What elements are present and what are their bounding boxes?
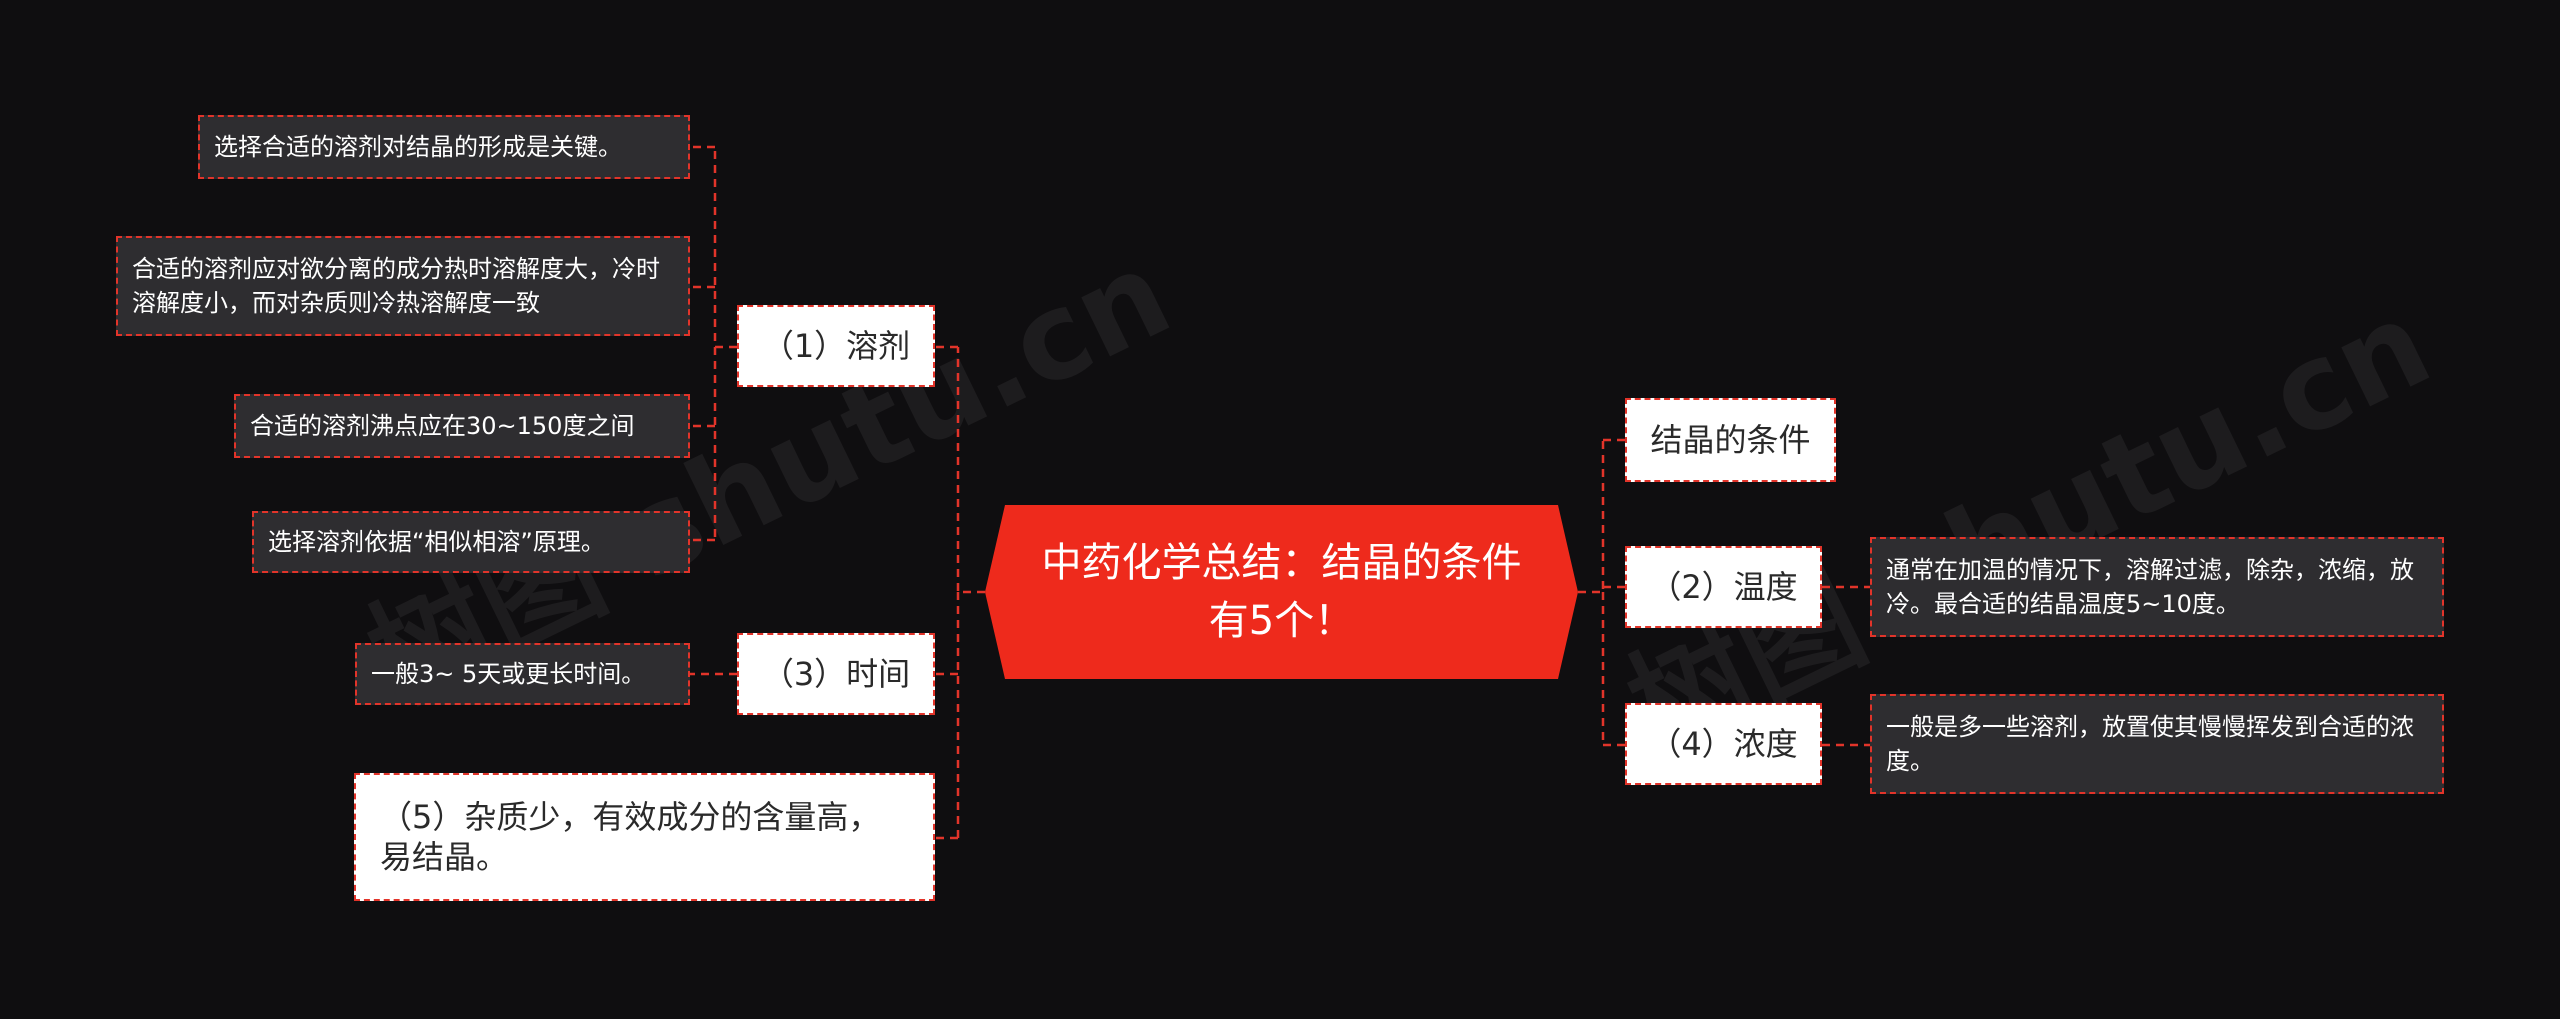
leaf-text: 通常在加温的情况下，溶解过滤，除杂，浓缩，放冷。最合适的结晶温度5~10度。 xyxy=(1886,556,2414,618)
leaf-text: 合适的溶剂应对欲分离的成分热时溶解度大，冷时溶解度小，而对杂质则冷热溶解度一致 xyxy=(132,255,660,317)
branch-conditions[interactable]: 结晶的条件 xyxy=(1625,398,1836,482)
leaf-time-1[interactable]: 一般3~ 5天或更长时间。 xyxy=(355,643,690,705)
leaf-text: 一般3~ 5天或更长时间。 xyxy=(371,660,646,688)
branch-concentration[interactable]: （4）浓度 xyxy=(1625,703,1822,785)
branch-label: 结晶的条件 xyxy=(1650,421,1811,459)
branch-temperature[interactable]: （2）温度 xyxy=(1625,546,1822,628)
branch-label: （1）溶剂 xyxy=(761,327,911,365)
central-topic[interactable]: 中药化学总结：结晶的条件有5个！ xyxy=(985,505,1578,679)
connector-line xyxy=(956,347,985,838)
branch-label: （2）温度 xyxy=(1649,568,1798,606)
leaf-solvent-2[interactable]: 合适的溶剂应对欲分离的成分热时溶解度大，冷时溶解度小，而对杂质则冷热溶解度一致 xyxy=(116,236,690,336)
connector-line xyxy=(713,147,737,540)
leaf-solvent-4[interactable]: 选择溶剂依据“相似相溶”原理。 xyxy=(252,511,690,573)
leaf-text: 选择合适的溶剂对结晶的形成是关键。 xyxy=(214,133,622,161)
branch-impurity[interactable]: （5）杂质少，有效成分的含量高，易结晶。 xyxy=(354,773,935,901)
branch-time[interactable]: （3）时间 xyxy=(737,633,935,715)
branch-label: （5）杂质少，有效成分的含量高，易结晶。 xyxy=(380,798,881,876)
branch-label: （4）浓度 xyxy=(1649,725,1798,763)
leaf-solvent-1[interactable]: 选择合适的溶剂对结晶的形成是关键。 xyxy=(198,115,690,179)
branch-solvent[interactable]: （1）溶剂 xyxy=(737,305,935,387)
connector-line xyxy=(1578,440,1605,745)
central-topic-label: 中药化学总结：结晶的条件有5个！ xyxy=(1041,540,1522,644)
leaf-solvent-3[interactable]: 合适的溶剂沸点应在30~150度之间 xyxy=(234,394,690,458)
leaf-text: 选择溶剂依据“相似相溶”原理。 xyxy=(268,528,605,556)
leaf-concentration-1[interactable]: 一般是多一些溶剂，放置使其慢慢挥发到合适的浓度。 xyxy=(1870,694,2444,794)
leaf-text: 合适的溶剂沸点应在30~150度之间 xyxy=(250,412,635,440)
leaf-temperature-1[interactable]: 通常在加温的情况下，溶解过滤，除杂，浓缩，放冷。最合适的结晶温度5~10度。 xyxy=(1870,537,2444,637)
leaf-text: 一般是多一些溶剂，放置使其慢慢挥发到合适的浓度。 xyxy=(1886,713,2414,775)
branch-label: （3）时间 xyxy=(761,655,911,693)
